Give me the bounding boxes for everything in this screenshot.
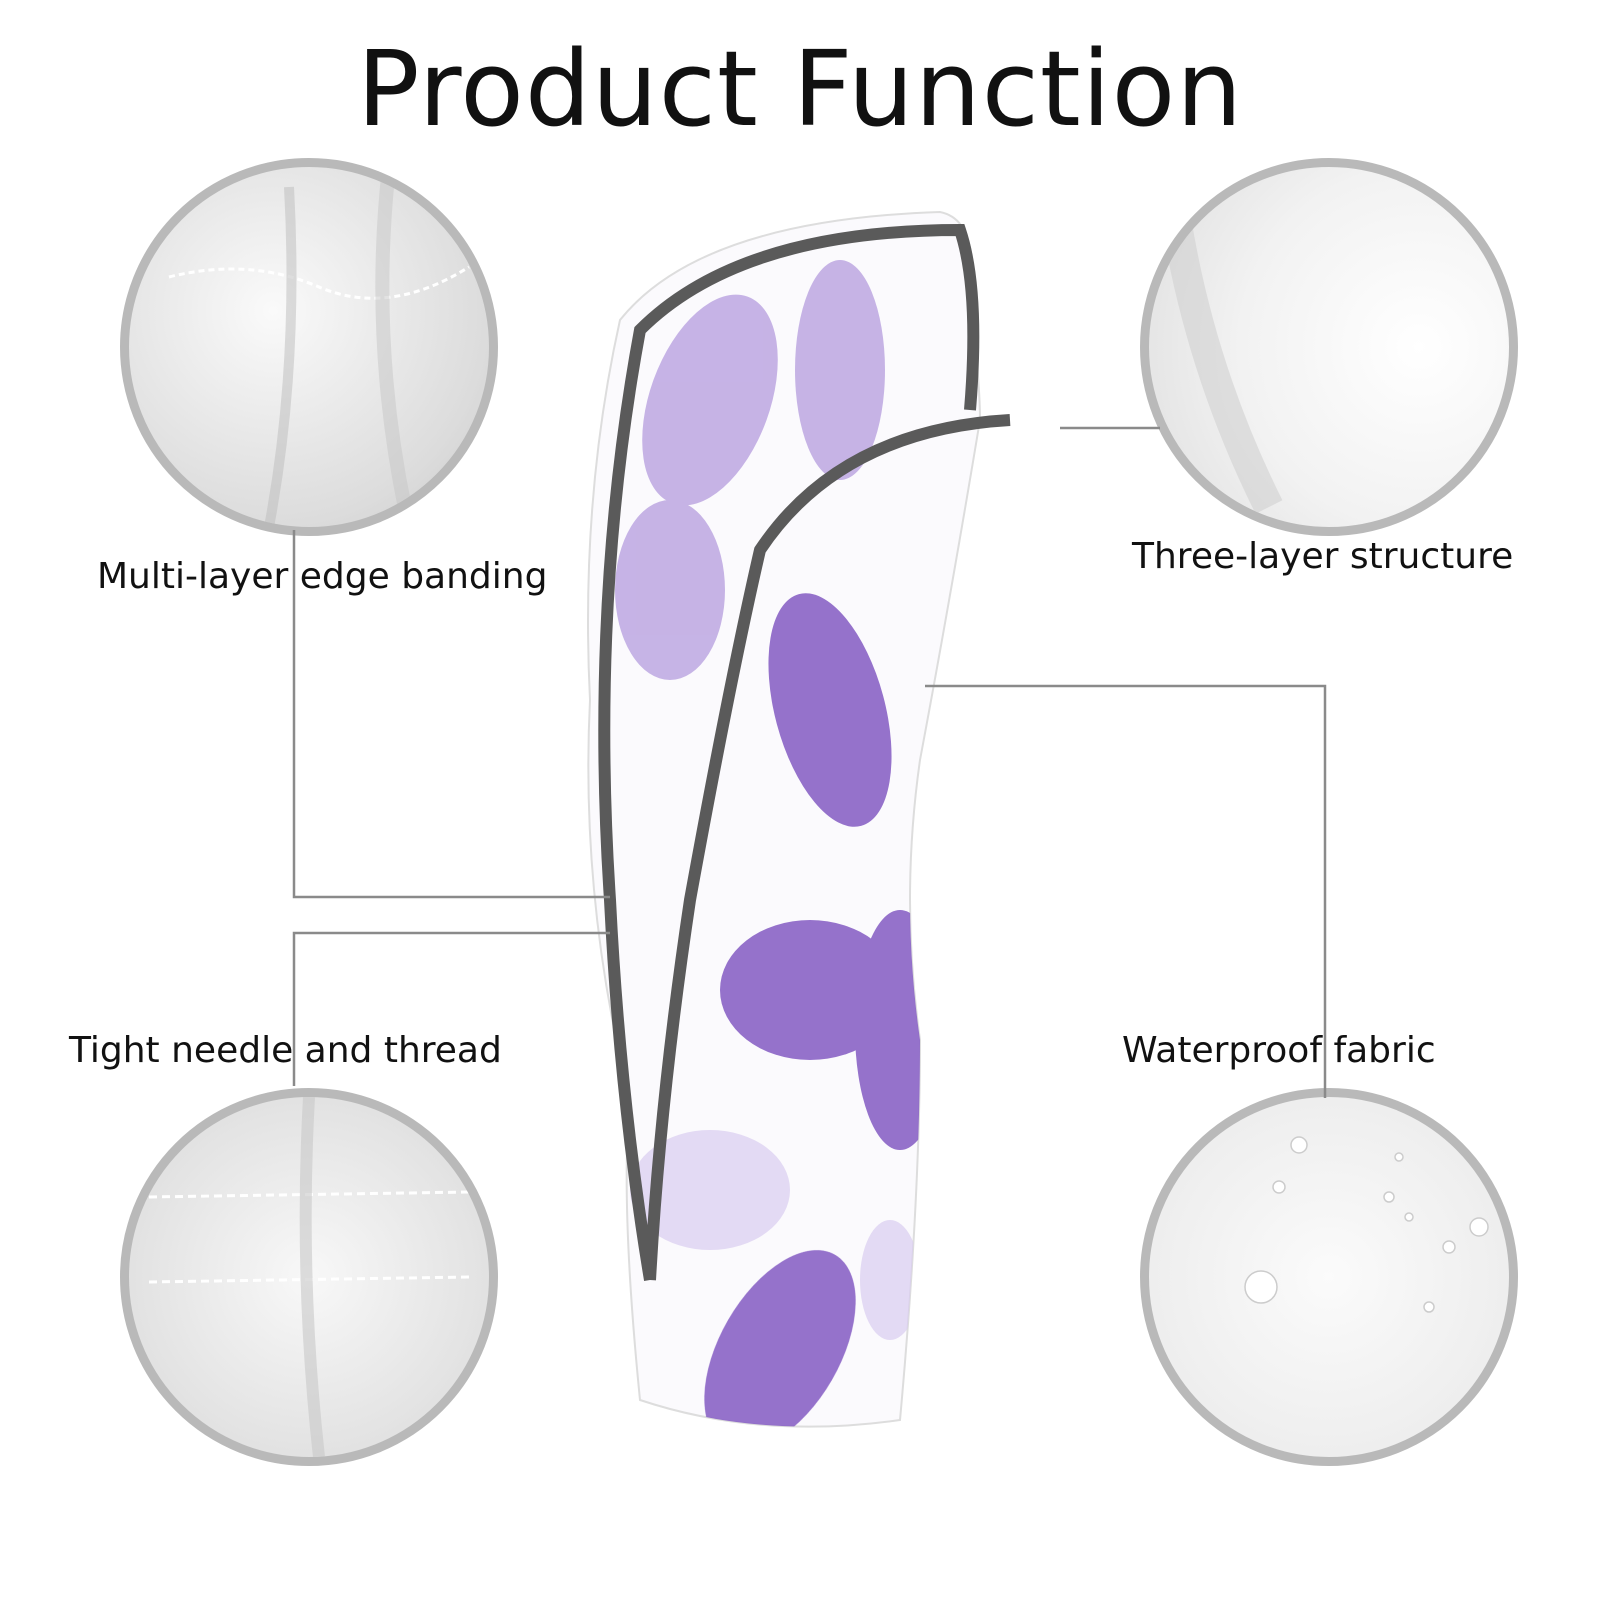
- callout-line-stitching: [292, 931, 610, 1086]
- water-droplets: [1244, 1136, 1489, 1313]
- edge-trim-outer: [598, 223, 980, 1281]
- detail-three-layer-image: [1140, 158, 1518, 536]
- feature-label-three-layer: Three-layer structure: [1132, 536, 1514, 577]
- detail-waterproof-image: [1140, 1088, 1518, 1466]
- detail-stitching-image: [120, 1088, 498, 1466]
- page-title: Product Function: [356, 28, 1244, 150]
- detail-edge-banding-image: [120, 158, 498, 536]
- feature-label-stitching: Tight needle and thread: [69, 1030, 502, 1071]
- fabric-folds-texture: [168, 167, 470, 527]
- callout-line-waterproof: [925, 684, 1327, 1098]
- golf-head-cover-product: [587, 210, 1011, 1428]
- feature-label-waterproof: Waterproof fabric: [1122, 1030, 1436, 1071]
- butterfly-pattern: [615, 260, 945, 1427]
- edge-trim-inner: [644, 414, 1011, 1281]
- feature-label-edge-banding: Multi-layer edge banding: [97, 556, 548, 597]
- callout-line-edge-banding: [292, 530, 610, 899]
- stitch-texture: [148, 1097, 470, 1457]
